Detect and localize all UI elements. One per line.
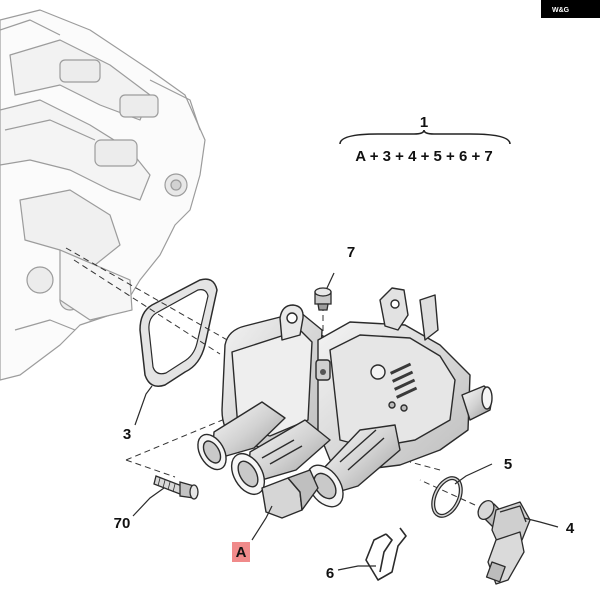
callout-housing-highlight — [232, 542, 250, 562]
leader-lines — [132, 272, 559, 571]
assembly-brace — [339, 129, 511, 145]
retaining-clip — [365, 527, 407, 581]
bolt — [153, 475, 199, 500]
brand-logo: W&G — [541, 0, 600, 18]
callout-gasket: 3 — [123, 426, 131, 443]
callout-plug: 7 — [347, 244, 355, 261]
assembly-number: 1 — [420, 114, 428, 131]
plug — [314, 287, 332, 311]
callout-bolt: 70 — [114, 515, 131, 532]
brand-logo-text: W&G — [552, 7, 570, 14]
thermostat-housing — [197, 287, 493, 519]
callout-sensor: 4 — [566, 520, 575, 537]
temperature-sensor — [477, 500, 531, 585]
gasket — [139, 278, 218, 387]
callout-o-ring: 5 — [504, 456, 512, 473]
callout-housing: A — [236, 544, 247, 561]
engine-block — [0, 9, 206, 381]
assembly-formula-text: A + 3 + 4 + 5 + 6 + 7 — [355, 148, 492, 165]
callout-clip: 6 — [326, 565, 334, 582]
assembly-formula: 1 A + 3 + 4 + 5 + 6 + 7 — [339, 114, 511, 165]
callout-housing-group: A — [232, 542, 250, 562]
o-ring — [431, 476, 463, 518]
